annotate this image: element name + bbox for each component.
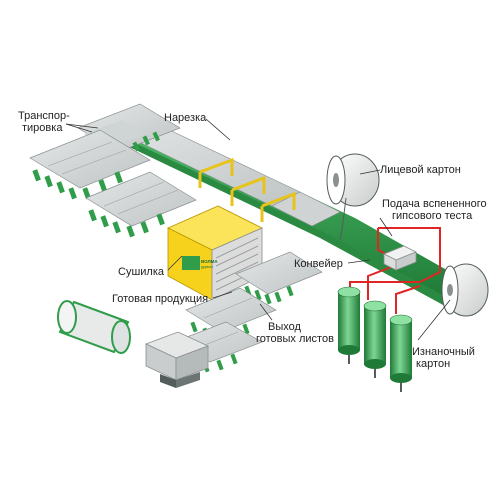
face-carton-roll: [326, 153, 380, 241]
dryer-brand-line2: gypsum: [201, 265, 213, 269]
dryer-machine: ВОЛМА gypsum: [167, 205, 263, 301]
label-output-line1: Выход: [268, 321, 301, 333]
label-face-carton: Лицевой картон: [380, 164, 461, 176]
finished-product-pallet: [144, 331, 210, 388]
label-foam-feed-line1: Подача вспененного: [382, 198, 487, 210]
mixer-unit: [383, 245, 417, 271]
gypsum-tanks: [337, 286, 413, 392]
tank-1: [337, 286, 361, 364]
transport-rack-middle: [29, 129, 151, 200]
back-carton-roll: [441, 263, 489, 317]
label-conveyor: Конвейер: [294, 258, 343, 270]
label-cutting: Нарезка: [164, 112, 207, 124]
label-back-carton-line1: Изнаночный: [412, 346, 475, 358]
output-rack-upper: [235, 251, 323, 305]
label-transport-line2: тировка: [22, 122, 63, 134]
label-dryer: Сушилка: [118, 266, 165, 278]
label-finished-products: Готовая продукция: [112, 293, 209, 305]
finished-product-roll: [57, 300, 131, 354]
leader-lines: [65, 118, 451, 341]
label-transport-line1: Транспор-: [18, 110, 70, 122]
tank-2: [363, 300, 387, 378]
transport-rack-lower: [85, 171, 197, 238]
tank-3: [389, 314, 413, 392]
dryer-brand-line1: ВОЛМА: [201, 259, 218, 264]
cutting-gates: [198, 157, 296, 222]
dryer-logo-plate: [182, 256, 200, 270]
label-foam-feed-line2: гипсового теста: [392, 210, 473, 222]
label-output-line2: готовых листов: [256, 333, 334, 345]
label-back-carton-line2: картон: [416, 358, 451, 370]
